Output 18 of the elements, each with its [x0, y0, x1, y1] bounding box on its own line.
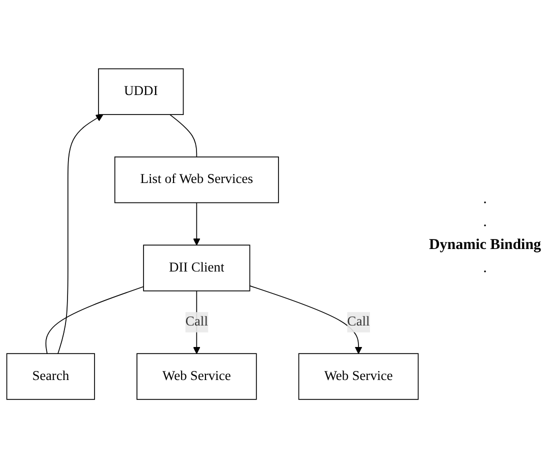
dot-mark: .: [483, 214, 487, 231]
node-box: List of Web Services: [114, 156, 279, 204]
annotation: Dynamic Binding: [428, 237, 542, 254]
edge-label: Call: [347, 314, 370, 329]
edge-label: Call: [185, 314, 208, 329]
arrow: [58, 114, 104, 354]
arrow: [249, 285, 362, 354]
arrow: [192, 290, 200, 354]
node-box: Search: [6, 353, 95, 400]
node-box: UDDI: [98, 68, 184, 115]
dot-mark: .: [483, 260, 487, 277]
arrow: [192, 202, 200, 246]
node-box: Web Service: [136, 353, 257, 400]
connector: [45, 286, 144, 354]
node-box: Web Service: [298, 353, 419, 400]
dot-mark: .: [483, 191, 487, 208]
node-box: DII Client: [143, 244, 250, 292]
connector: [169, 114, 198, 158]
